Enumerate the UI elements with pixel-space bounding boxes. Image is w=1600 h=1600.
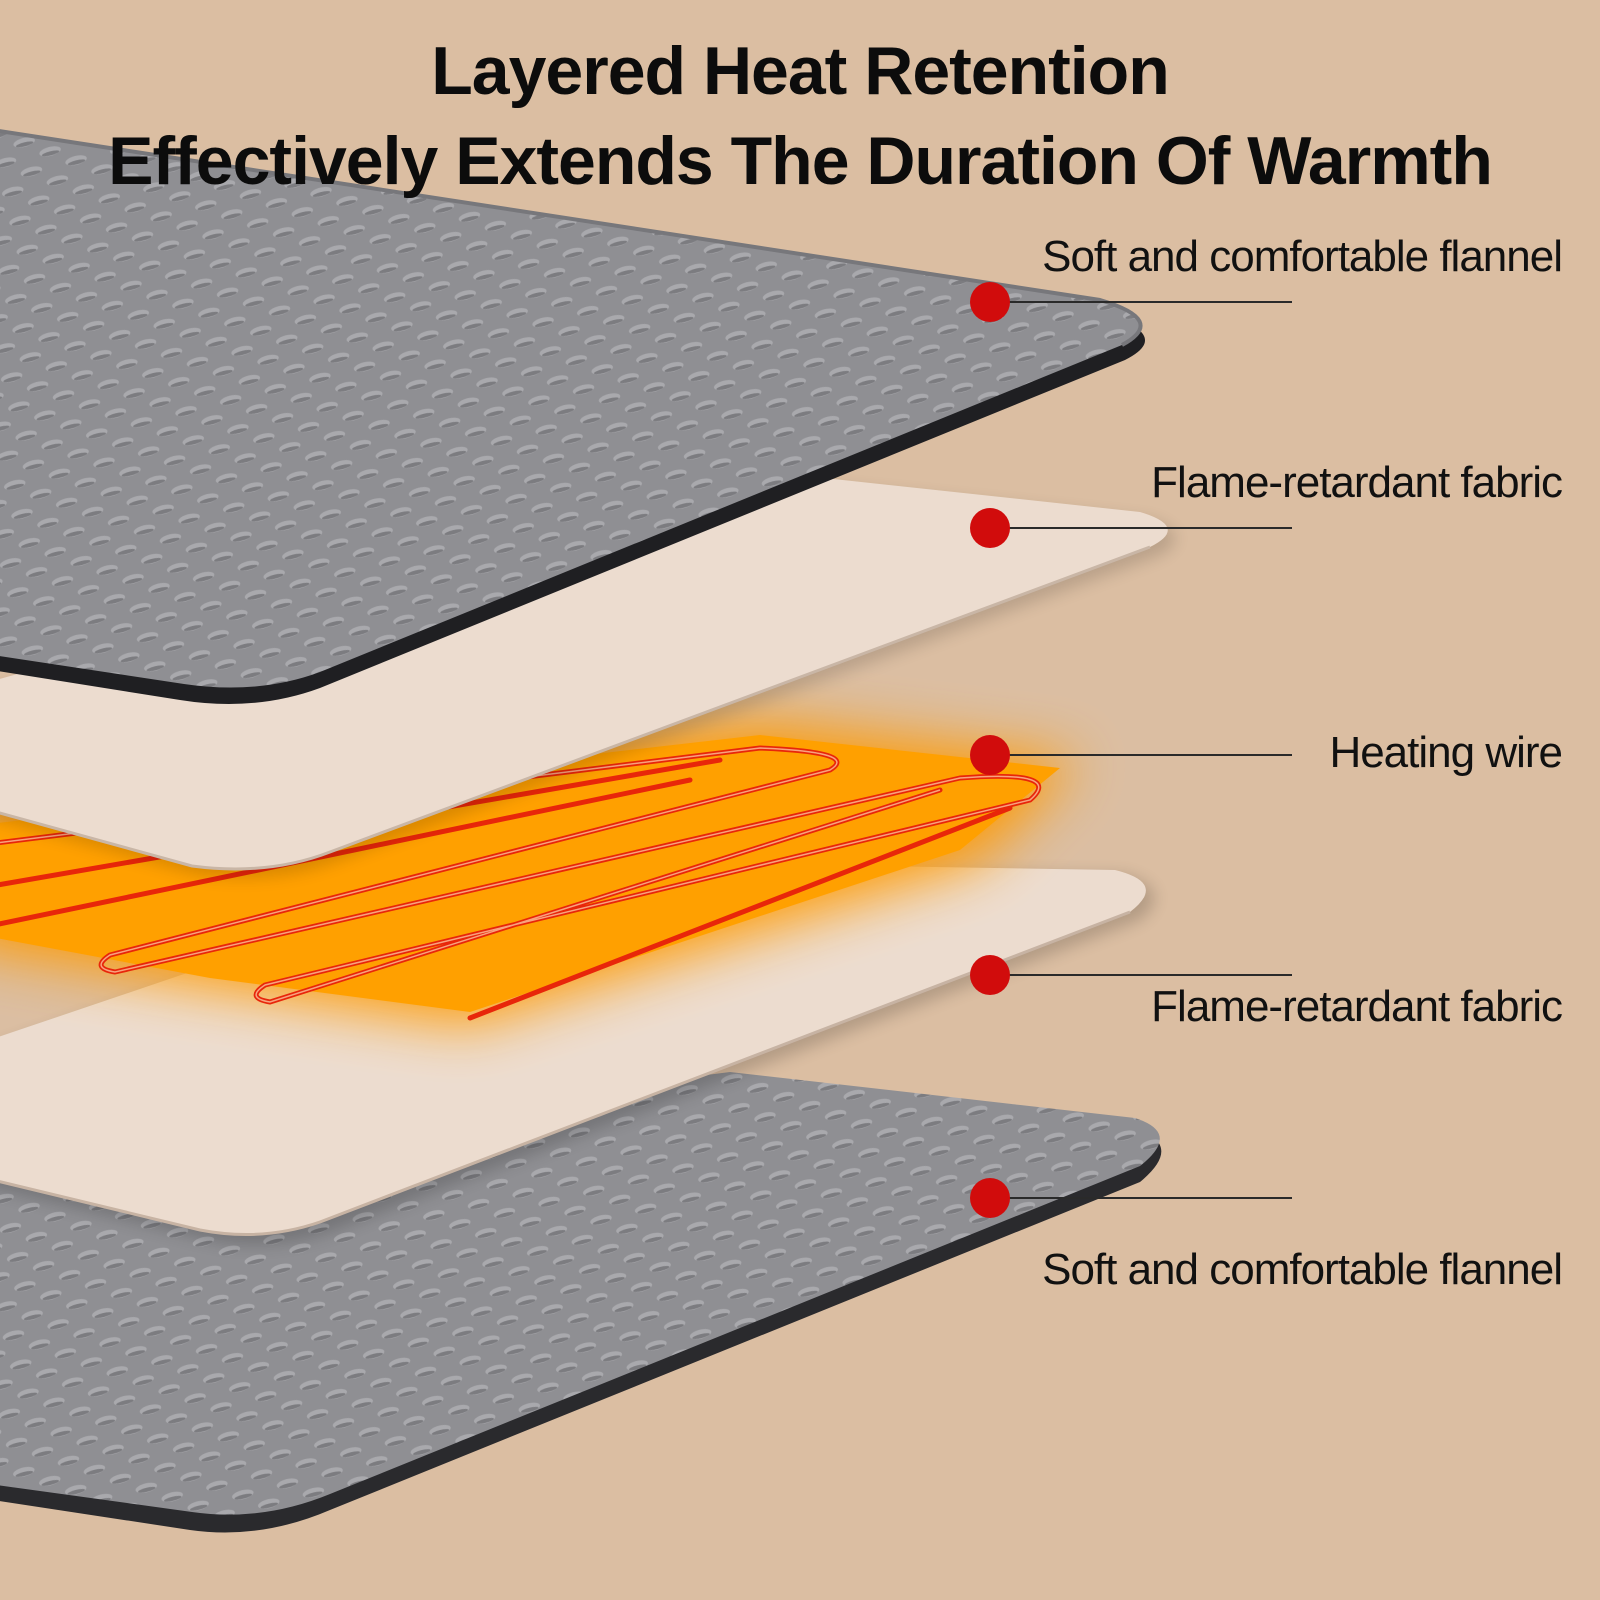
marker-dot-1 — [970, 282, 1010, 322]
title-line-2: Effectively Extends The Duration Of Warm… — [108, 123, 1493, 199]
layer-label-upper-fabric: Flame-retardant fabric — [1151, 458, 1563, 507]
marker-dot-2 — [970, 508, 1010, 548]
layer-label-lower-fabric: Flame-retardant fabric — [1151, 982, 1563, 1031]
top-flannel-layer — [0, 129, 1145, 704]
marker-dot-3 — [970, 735, 1010, 775]
callout-leaders — [990, 301, 1292, 1199]
layer-label-bottom-flannel: Soft and comfortable flannel — [1042, 1245, 1563, 1294]
marker-dot-5 — [970, 1178, 1010, 1218]
upper-fabric-layer — [0, 470, 1176, 878]
layer-label-heating-wire: Heating wire — [1329, 728, 1563, 777]
marker-dot-4 — [970, 955, 1010, 995]
layer-label-top-flannel: Soft and comfortable flannel — [1042, 232, 1563, 281]
title-line-1: Layered Heat Retention — [431, 33, 1170, 109]
